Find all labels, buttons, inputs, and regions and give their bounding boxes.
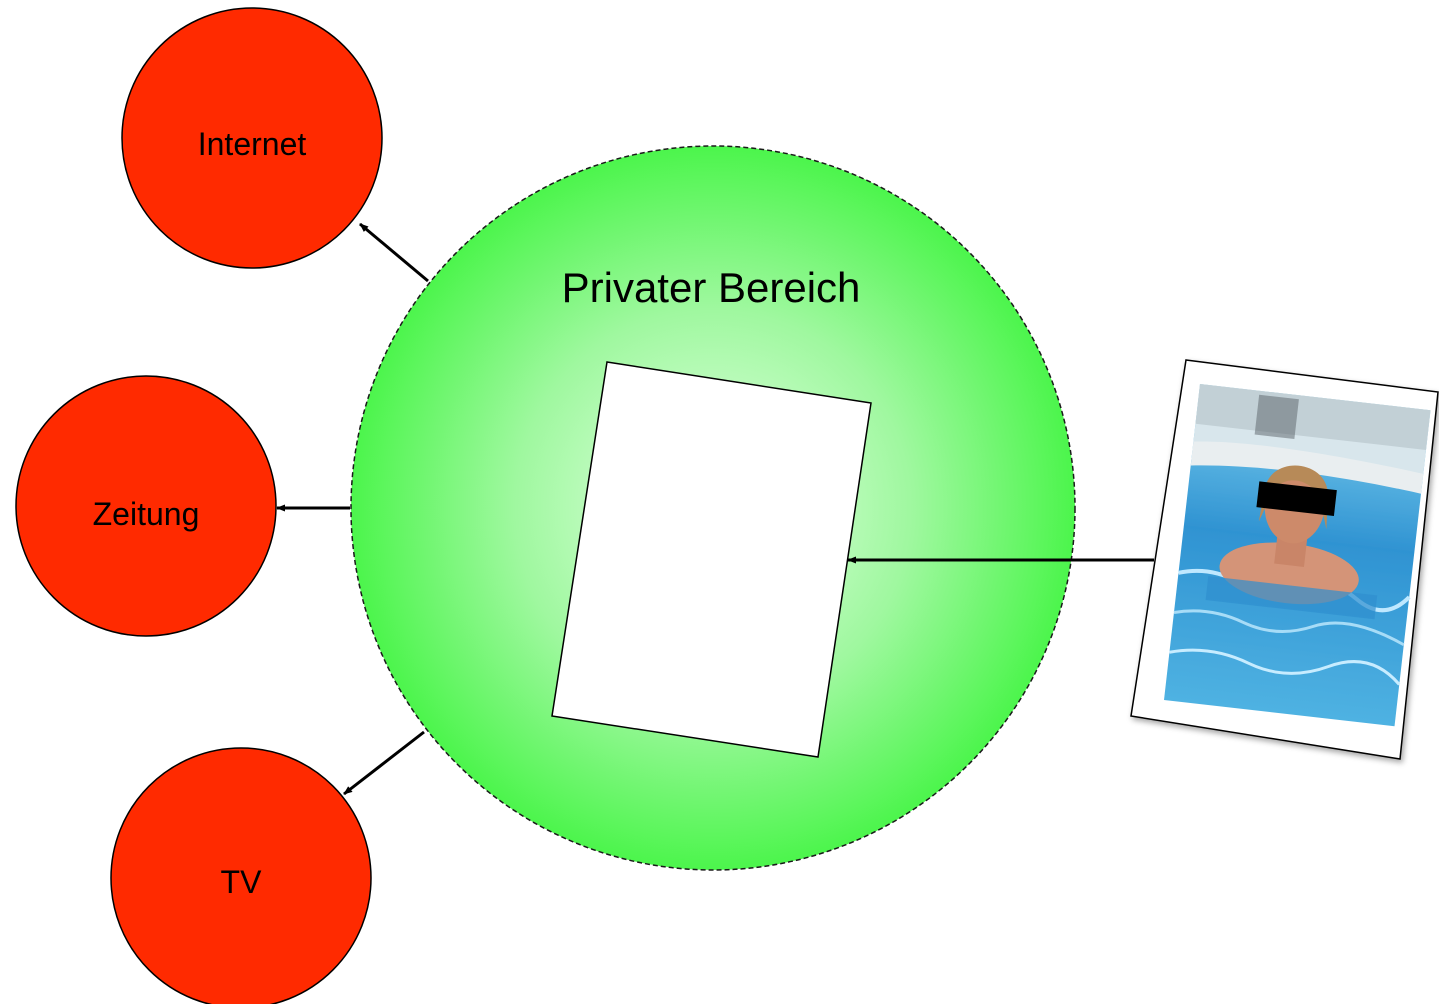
private-area-label: Privater Bereich [562, 264, 861, 311]
arrow-to-internet [359, 222, 429, 283]
node-tv-circle [110, 747, 372, 1004]
private-area: Privater Bereich [350, 145, 1076, 871]
node-internet-circle [121, 7, 383, 269]
node-internet-label: Internet [198, 126, 307, 162]
node-tv-label: TV [221, 864, 263, 900]
blank-document-icon [551, 361, 872, 758]
node-tv: TV [110, 747, 372, 1004]
node-internet: Internet [121, 7, 383, 269]
node-zeitung: Zeitung [15, 375, 277, 637]
photo-censor-bar [1256, 481, 1337, 517]
node-zeitung-circle [15, 375, 277, 637]
arrow-to-tv [343, 730, 425, 796]
node-zeitung-label: Zeitung [93, 496, 200, 532]
censored-pool-photo [1130, 359, 1439, 760]
